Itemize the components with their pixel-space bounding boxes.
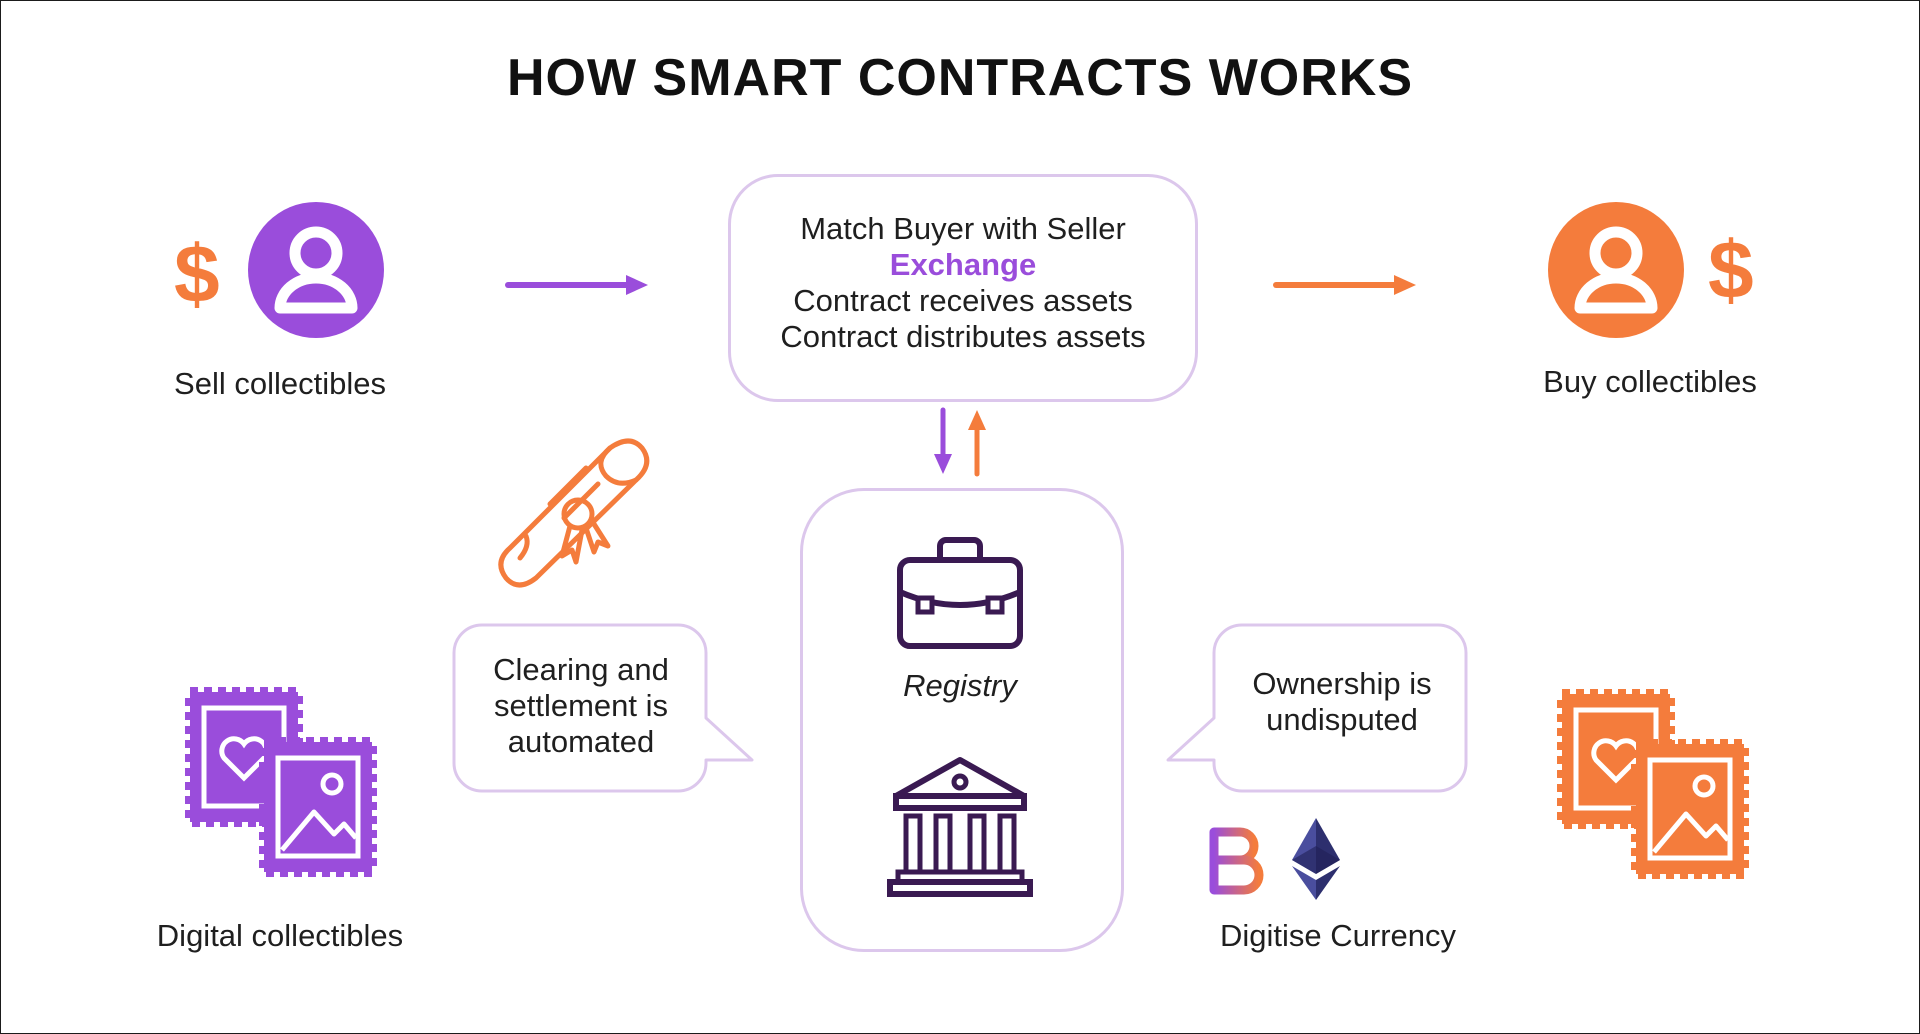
left-bubble-line-2: settlement is bbox=[493, 688, 668, 723]
arrow-contract-to-buyer bbox=[1273, 275, 1416, 295]
buyer-dollar-icon: $ bbox=[1708, 225, 1754, 316]
contract-box: Match Buyer with Seller Exchange Contrac… bbox=[728, 174, 1198, 402]
stamps-icon bbox=[185, 687, 377, 877]
seller-dollar-icon: $ bbox=[174, 229, 220, 320]
arrow-contract-to-registry bbox=[934, 407, 952, 474]
left-bubble-line-3: automated bbox=[507, 724, 655, 759]
buyer-label: Buy collectibles bbox=[1543, 364, 1757, 399]
contract-line-receives: Contract receives assets bbox=[793, 283, 1133, 318]
left-speech-bubble bbox=[452, 623, 754, 793]
seller-user-icon bbox=[248, 202, 384, 338]
right-bubble-text: Ownership is undisputed bbox=[1216, 666, 1468, 738]
registry-label: Registry bbox=[903, 668, 1017, 703]
left-bubble-line-1: Clearing and bbox=[493, 652, 669, 687]
contract-line-distributes: Contract distributes assets bbox=[780, 319, 1146, 354]
right-speech-bubble bbox=[1166, 623, 1468, 793]
right-bubble-line-2: undisputed bbox=[1266, 702, 1418, 737]
arrow-seller-to-contract bbox=[505, 275, 648, 295]
left-bubble-text: Clearing and settlement is automated bbox=[454, 652, 708, 760]
bank-icon bbox=[887, 757, 1033, 897]
stamps-orange-icon bbox=[1557, 689, 1749, 879]
contract-line-exchange: Exchange bbox=[889, 247, 1037, 282]
bitcoin-icon bbox=[1209, 824, 1264, 898]
right-bubble-line-1: Ownership is bbox=[1252, 666, 1432, 701]
digitise-currency-label: Digitise Currency bbox=[1219, 918, 1456, 953]
digital-collectibles-label: Digital collectibles bbox=[156, 918, 404, 953]
scroll-certificate-icon bbox=[498, 438, 650, 588]
registry-box bbox=[800, 488, 1124, 952]
contract-line-match: Match Buyer with Seller bbox=[800, 211, 1126, 246]
ethereum-icon bbox=[1292, 818, 1340, 900]
seller-label: Sell collectibles bbox=[174, 366, 386, 401]
briefcase-icon bbox=[897, 537, 1023, 649]
arrow-registry-to-contract bbox=[968, 410, 986, 477]
buyer-user-icon bbox=[1548, 202, 1684, 338]
page-title: HOW SMART CONTRACTS WORKS bbox=[506, 49, 1414, 107]
